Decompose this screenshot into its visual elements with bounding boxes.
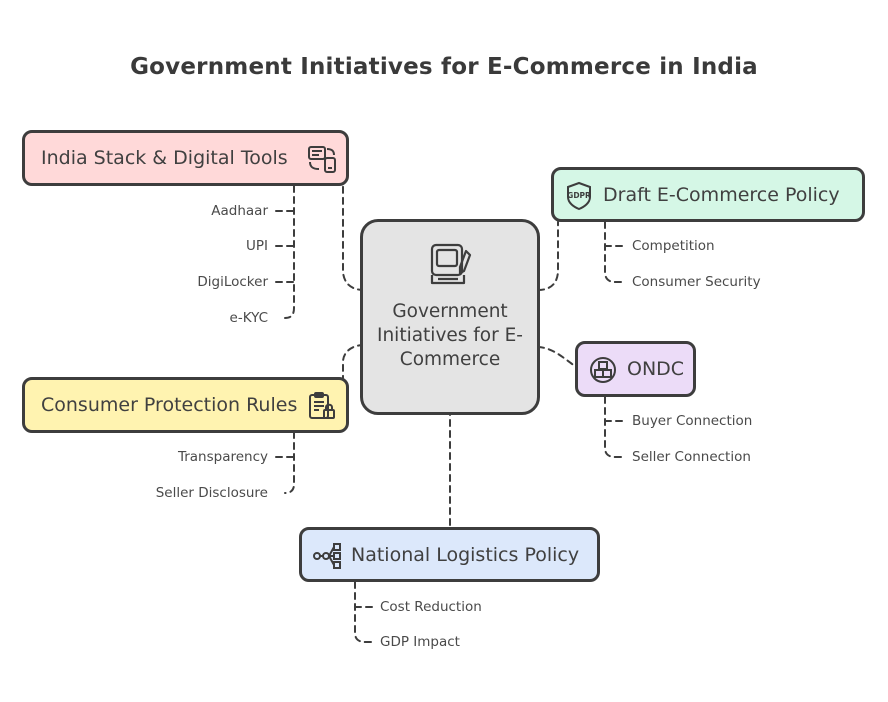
leaf-ekyc: e-KYC bbox=[229, 310, 268, 326]
connector-draft-policy bbox=[537, 221, 559, 291]
document-scroll-icon bbox=[430, 243, 472, 285]
leaf-seller-disclosure: Seller Disclosure bbox=[155, 485, 268, 501]
leaf-transparency: Transparency bbox=[177, 449, 268, 465]
leaf-buyer-connection: Buyer Connection bbox=[632, 413, 753, 429]
node-ondc-label: ONDC bbox=[627, 358, 685, 380]
connector-consumer-protection-leaves bbox=[284, 431, 295, 494]
node-consumer-protection-label: Consumer Protection Rules bbox=[41, 394, 298, 416]
leaf-competition: Competition bbox=[632, 238, 715, 254]
connector-logistics-leaves bbox=[354, 581, 366, 643]
digital-devices-icon bbox=[308, 146, 336, 173]
node-logistics-label: National Logistics Policy bbox=[351, 543, 580, 566]
leaf-digilocker: DigiLocker bbox=[197, 274, 268, 290]
node-india-stack-label: India Stack & Digital Tools bbox=[41, 147, 288, 169]
svg-text:GDPR: GDPR bbox=[567, 191, 591, 200]
leaf-gdp-impact: GDP Impact bbox=[380, 634, 460, 650]
node-india-stack: India Stack & Digital Tools bbox=[22, 130, 349, 186]
node-draft-policy-label: Draft E-Commerce Policy bbox=[603, 183, 840, 206]
connector-india-stack-leaves bbox=[284, 185, 295, 319]
leaf-cost-reduction: Cost Reduction bbox=[380, 599, 482, 615]
leaf-aadhaar: Aadhaar bbox=[211, 203, 268, 219]
leaf-seller-connection: Seller Connection bbox=[632, 449, 751, 465]
center-node-label: Government Initiatives for E-Commerce bbox=[377, 301, 523, 370]
node-draft-policy: GDPR Draft E-Commerce Policy bbox=[551, 167, 865, 222]
diagram-title: Government Initiatives for E-Commerce in… bbox=[130, 54, 758, 80]
node-consumer-protection: Consumer Protection Rules bbox=[22, 377, 349, 433]
network-cubes-icon bbox=[590, 357, 616, 383]
connector-india-stack bbox=[342, 185, 365, 291]
node-ondc: ONDC bbox=[575, 341, 696, 397]
clipboard-lock-icon bbox=[309, 392, 335, 419]
leaf-consumer-security: Consumer Security bbox=[632, 274, 761, 290]
distribution-flow-icon bbox=[313, 543, 341, 569]
node-logistics: National Logistics Policy bbox=[299, 527, 600, 582]
connector-ondc bbox=[537, 346, 579, 369]
leaf-upi: UPI bbox=[245, 238, 268, 254]
center-node bbox=[360, 219, 540, 415]
connector-ondc-leaves bbox=[604, 396, 616, 458]
connector-draft-policy-leaves bbox=[604, 221, 616, 283]
gdpr-shield-icon: GDPR bbox=[567, 181, 591, 211]
